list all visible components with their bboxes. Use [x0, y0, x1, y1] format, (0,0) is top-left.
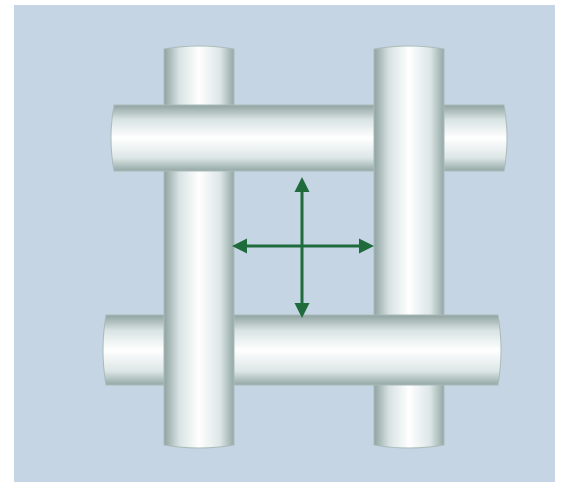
vertical-yarn-right-over-segment — [374, 99, 444, 179]
horizontal-yarn-top — [111, 105, 507, 171]
vertical-yarn-left-over-segment — [164, 307, 234, 393]
weave-diagram — [14, 5, 555, 482]
horizontal-yarn-bottom — [103, 315, 501, 385]
diagram-canvas — [14, 5, 555, 482]
